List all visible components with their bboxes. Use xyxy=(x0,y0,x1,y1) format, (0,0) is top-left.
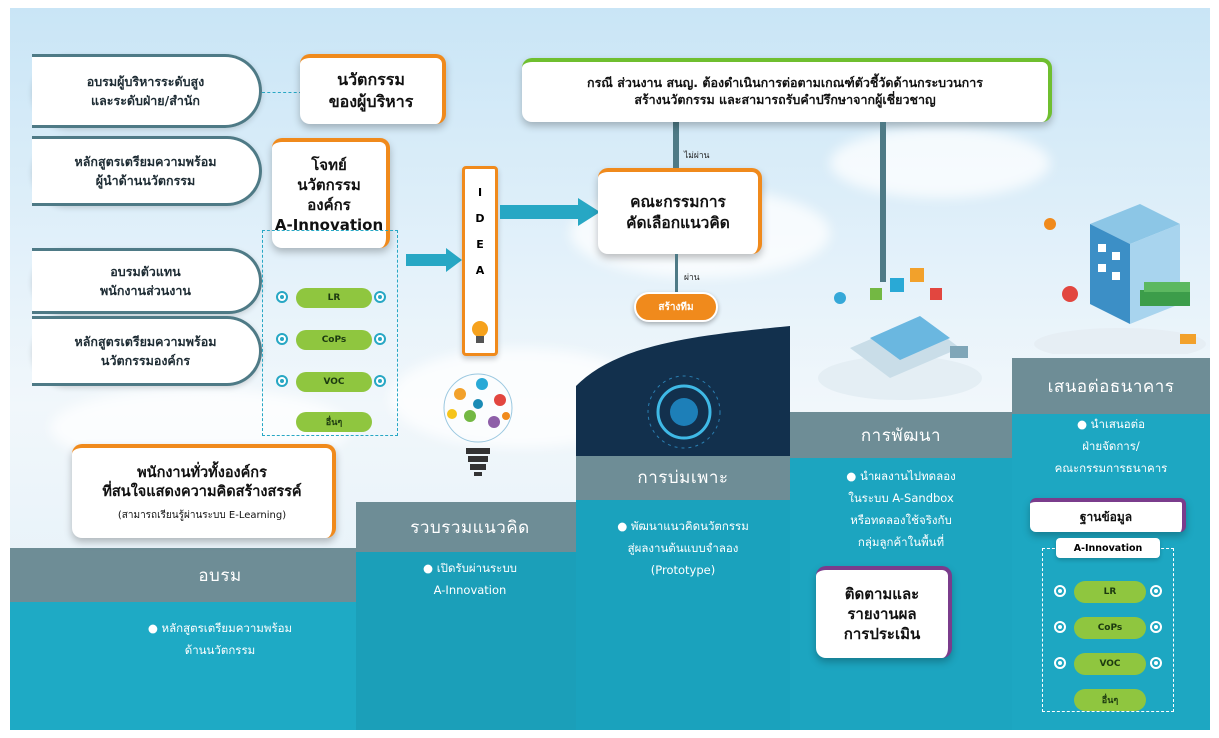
idea-bulb-icon xyxy=(443,373,513,476)
lightbulb-icon xyxy=(472,321,488,343)
bank-building-icon xyxy=(1034,204,1206,354)
top-note-box: กรณี ส่วนงาน สนญ. ต้องดำเนินการต่อตามเกณ… xyxy=(522,58,1052,122)
step-present-header: เสนอต่อธนาคาร xyxy=(1012,358,1210,414)
connector-dot-icon xyxy=(374,333,386,345)
step-incubate-text: ● พัฒนาแนวคิดนวัตกรรม สู่ผลงานต้นแบบจำลอ… xyxy=(617,519,749,577)
db-channel-cops: CoPs xyxy=(1074,617,1146,639)
org-course-pill: หลักสูตรเตรียมความพร้อม นวัตกรรมองค์กร xyxy=(32,316,262,386)
leader-course-pill: หลักสูตรเตรียมความพร้อม ผู้นำด้านนวัตกรร… xyxy=(32,136,262,206)
employees-title: พนักงานทั่วทั้งองค์กร ที่สนใจแสดงความคิด… xyxy=(102,464,302,501)
app-development-icon xyxy=(818,268,982,400)
pass-path xyxy=(675,254,678,292)
step-title: เสนอต่อธนาคาร xyxy=(1047,376,1175,397)
step-develop-text: ● นำผลงานไปทดลอง ในระบบ A-Sandbox หรือทด… xyxy=(846,469,956,549)
connector-dot-icon xyxy=(374,375,386,387)
fail-path xyxy=(673,118,679,168)
follow-up-box: ติดตามและ รายงานผล การประเมิน xyxy=(816,566,952,658)
connector-dot-icon xyxy=(1150,621,1162,633)
diagram-canvas: อบรม ● หลักสูตรเตรียมความพร้อม ด้านนวัตก… xyxy=(10,8,1210,730)
step-incubate-header: การบ่มเพาะ xyxy=(576,454,790,500)
db-channel-voc: VOC xyxy=(1074,653,1146,675)
step-title: การบ่มเพาะ xyxy=(637,467,729,488)
create-team-button[interactable]: สร้างทีม xyxy=(634,292,718,322)
db-channel-other: อื่นๆ xyxy=(1074,689,1146,711)
connector-dot-icon xyxy=(276,333,288,345)
connector-dot-icon xyxy=(276,375,288,387)
step-title: การพัฒนา xyxy=(860,425,942,446)
step-collect-text: ● เปิดรับผ่านระบบ A-Innovation xyxy=(423,561,517,597)
connector-dot-icon xyxy=(374,291,386,303)
exec-training-pill: อบรมผู้บริหารระดับสูง และระดับฝ่าย/สำนัก xyxy=(32,54,262,128)
rep-training-pill: อบรมตัวแทน พนักงานส่วนงาน xyxy=(32,248,262,314)
connector-dot-icon xyxy=(1150,657,1162,669)
idea-letter: D xyxy=(475,211,485,225)
idea-letter: I xyxy=(477,186,483,199)
challenge-box: โจทย์ นวัตกรรม องค์กร A-Innovation xyxy=(272,138,390,248)
idea-letters: I D E A xyxy=(462,180,498,283)
committee-box: คณะกรรมการ คัดเลือกแนวคิด xyxy=(598,168,762,254)
channel-lr: LR xyxy=(296,288,372,308)
step-present-text: ● นำเสนอต่อ ฝ่ายจัดการ/ คณะกรรมการธนาคาร xyxy=(1054,417,1168,475)
connector-dot-icon xyxy=(1150,585,1162,597)
idea-letter: E xyxy=(476,237,484,251)
database-box: ฐานข้อมูล xyxy=(1030,498,1186,532)
step-collect-header: รวบรวมแนวคิด xyxy=(356,502,584,552)
connector-dot-icon xyxy=(276,291,288,303)
step-title: รวบรวมแนวคิด xyxy=(410,517,530,538)
channel-other: อื่นๆ xyxy=(296,412,372,432)
step-collect-body xyxy=(356,552,584,730)
channel-voc: VOC xyxy=(296,372,372,392)
step-develop-header: การพัฒนา xyxy=(790,412,1012,458)
arrow-right-icon xyxy=(500,198,600,226)
step-training-text: ● หลักสูตรเตรียมความพร้อม ด้านนวัตกรรม xyxy=(147,621,293,657)
connector-dot-icon xyxy=(1054,585,1066,597)
employees-subtitle: (สามารถเรียนรู้ผ่านระบบ E-Learning) xyxy=(117,509,287,521)
cloud xyxy=(830,128,1050,198)
exec-innovation-box: นวัตกรรม ของผู้บริหาร xyxy=(300,54,446,124)
dashed-connector xyxy=(262,92,302,93)
pass-label: ผ่าน xyxy=(684,273,700,283)
db-a-innovation-label: A-Innovation xyxy=(1056,538,1160,558)
step-incubate-body xyxy=(576,500,790,730)
fail-label: ไม่ผ่าน xyxy=(684,151,710,161)
step-title: อบรม xyxy=(198,565,242,586)
connector-dot-icon xyxy=(1054,621,1066,633)
step-present-body xyxy=(1012,414,1210,730)
channels-frame xyxy=(262,230,398,436)
incubation-backdrop xyxy=(576,326,790,456)
arrow-right-icon xyxy=(406,248,462,272)
note-connector xyxy=(880,122,886,282)
idea-letter: A xyxy=(475,263,485,277)
channel-cops: CoPs xyxy=(296,330,372,350)
db-channel-lr: LR xyxy=(1074,581,1146,603)
connector-dot-icon xyxy=(1054,657,1066,669)
employees-box: พนักงานทั่วทั้งองค์กร ที่สนใจแสดงความคิด… xyxy=(72,444,336,538)
